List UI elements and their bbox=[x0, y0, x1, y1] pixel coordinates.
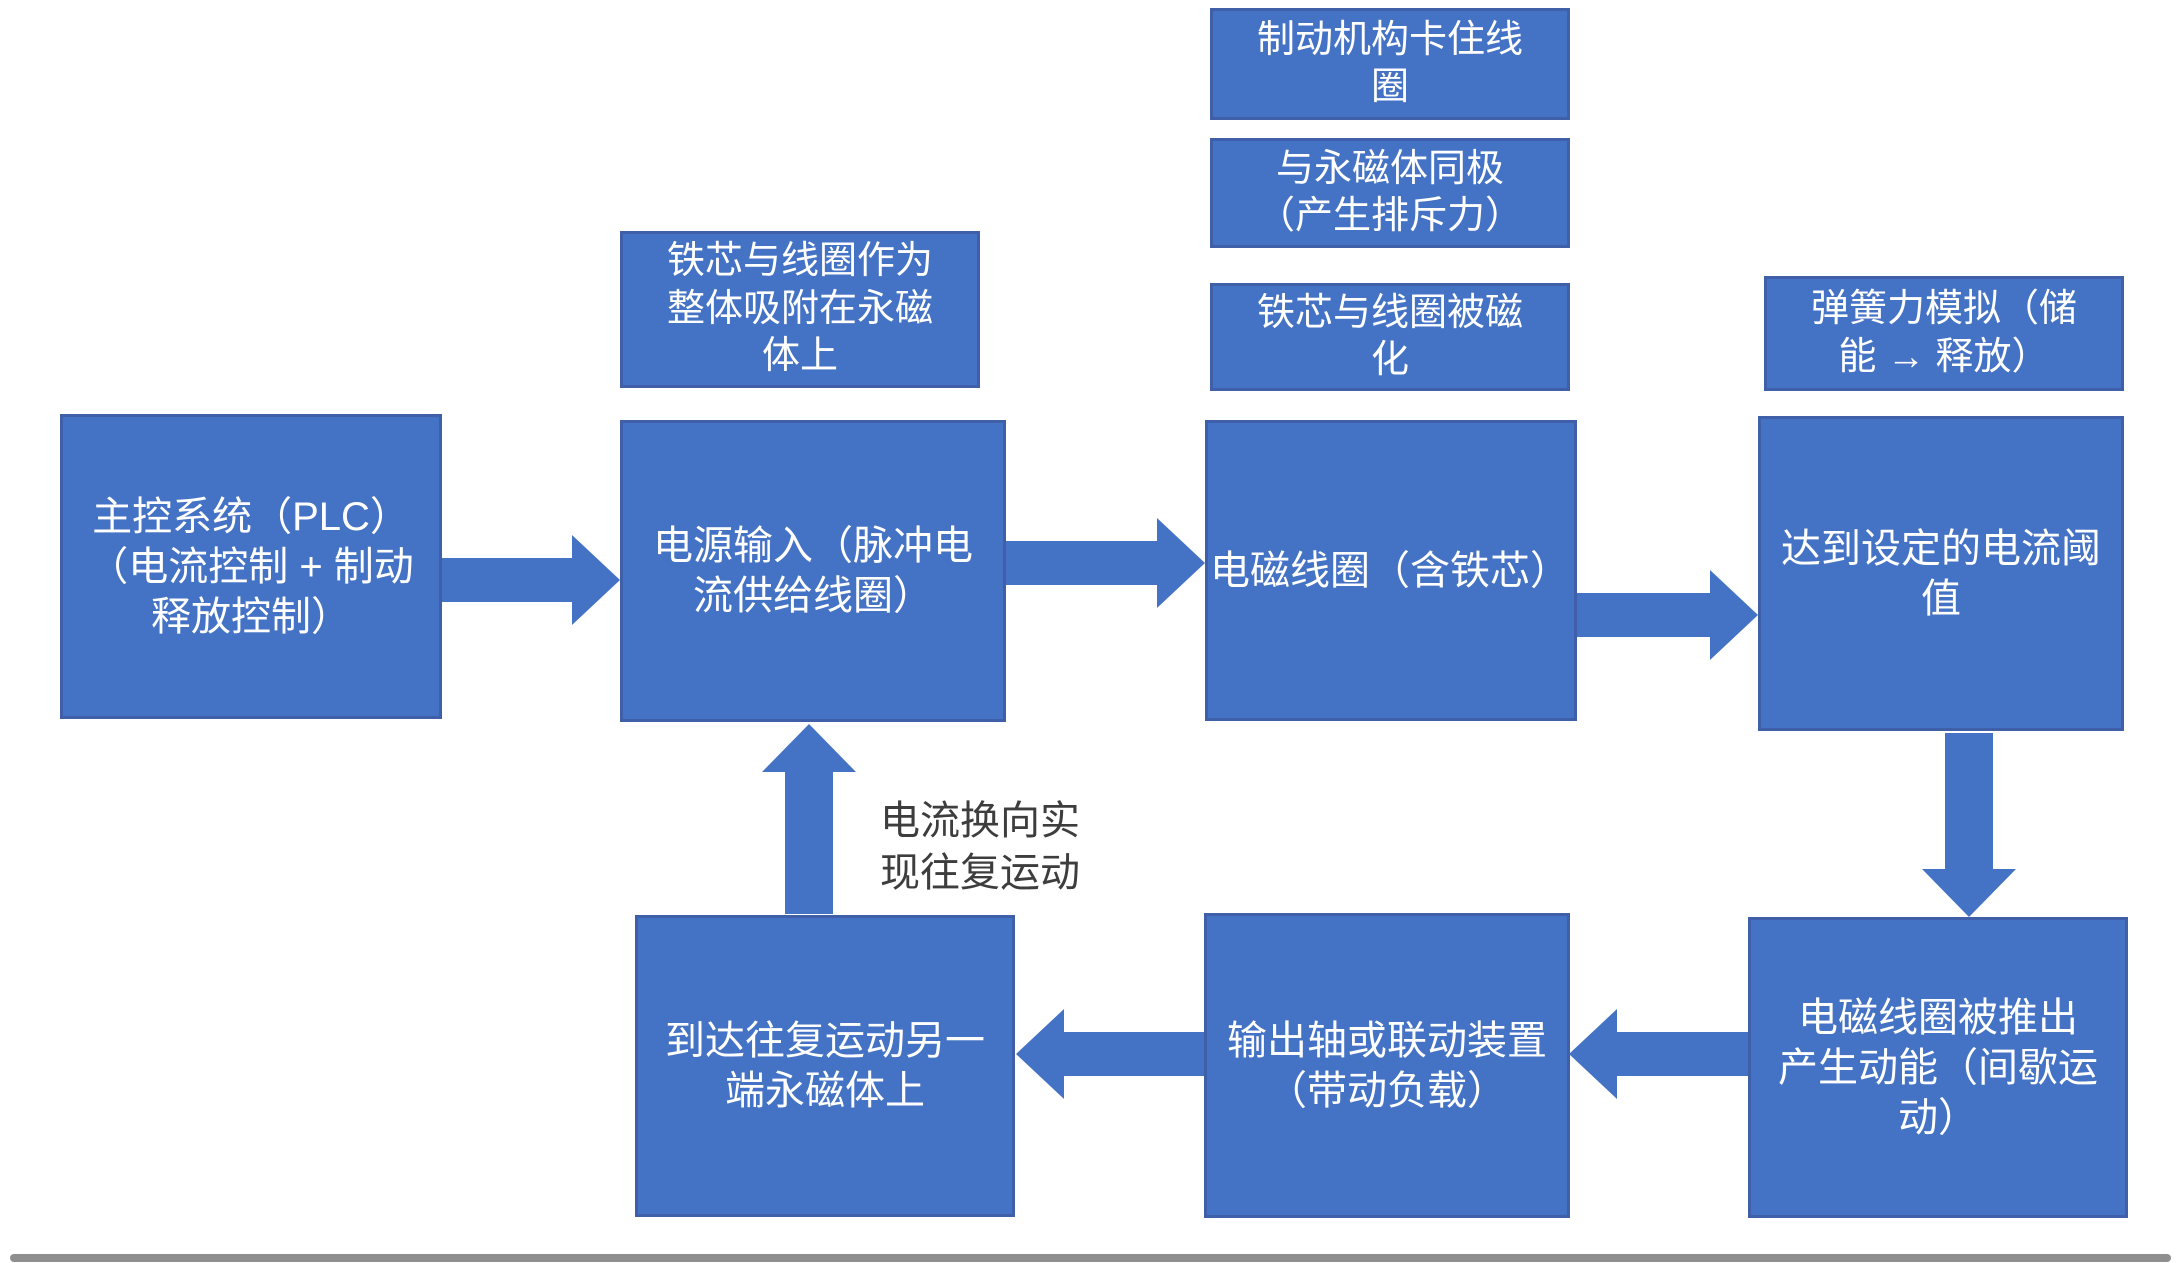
node-magnetized: 铁芯与线圈被磁 化 bbox=[1210, 283, 1570, 391]
arrow-head-left-icon bbox=[1569, 1009, 1617, 1099]
arrow-shaft bbox=[1064, 1032, 1204, 1076]
node-coil: 电磁线圈（含铁芯） bbox=[1205, 420, 1577, 721]
arrow-head-up-icon bbox=[762, 724, 856, 772]
arrow-output-shaft-to-reach-end bbox=[1016, 1009, 1204, 1099]
node-output-shaft: 输出轴或联动装置 （带动负载） bbox=[1204, 913, 1570, 1218]
arrow-shaft bbox=[1006, 541, 1157, 585]
arrow-pushed-out-to-output-shaft bbox=[1569, 1009, 1748, 1099]
arrow-power-input-to-coil bbox=[1006, 518, 1205, 608]
arrow-head-down-icon bbox=[1922, 869, 2016, 917]
arrow-shaft bbox=[785, 772, 833, 914]
node-plc: 主控系统（PLC） （电流控制 + 制动 释放控制） bbox=[60, 414, 442, 719]
arrow-shaft bbox=[1617, 1032, 1748, 1076]
node-same-pole: 与永磁体同极 （产生排斥力） bbox=[1210, 138, 1570, 248]
arrow-head-left-icon bbox=[1016, 1009, 1064, 1099]
arrow-head-right-icon bbox=[572, 535, 620, 625]
node-power-input: 电源输入（脉冲电 流供给线圈） bbox=[620, 420, 1006, 722]
arrow-reach-end-to-power-input bbox=[762, 724, 856, 914]
node-brake-lock: 制动机构卡住线 圈 bbox=[1210, 8, 1570, 120]
reverse-current-label: 电流换向实 现往复运动 bbox=[880, 799, 1080, 895]
arrow-head-right-icon bbox=[1710, 570, 1758, 660]
arrow-head-right-icon bbox=[1157, 518, 1205, 608]
arrow-shaft bbox=[1945, 733, 1993, 869]
node-spring-sim: 弹簧力模拟（储 能 → 释放） bbox=[1764, 276, 2124, 391]
bottom-divider-bar bbox=[10, 1254, 2171, 1262]
node-pushed-out: 电磁线圈被推出 产生动能（间歇运 动） bbox=[1748, 917, 2128, 1218]
arrow-coil-to-threshold bbox=[1577, 570, 1758, 660]
arrow-threshold-to-pushed-out bbox=[1922, 733, 2016, 917]
node-core-attached: 铁芯与线圈作为 整体吸附在永磁 体上 bbox=[620, 231, 980, 388]
arrow-shaft bbox=[1577, 593, 1710, 637]
arrow-shaft bbox=[442, 558, 572, 602]
node-reach-end: 到达往复运动另一 端永磁体上 bbox=[635, 915, 1015, 1217]
arrow-plc-to-power-input bbox=[442, 535, 620, 625]
node-threshold: 达到设定的电流阈 值 bbox=[1758, 416, 2124, 731]
